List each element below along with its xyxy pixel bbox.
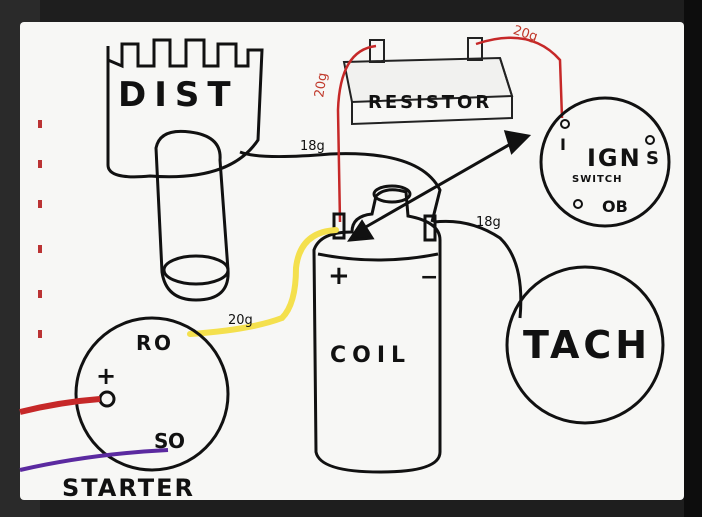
ign-label: IGN [587, 144, 642, 172]
right-dark-edge [684, 0, 702, 517]
starter-term-o2: O [168, 429, 185, 453]
wire-battery-red [19, 396, 101, 415]
wire-dist-to-coil [239, 150, 442, 223]
coil [312, 184, 442, 474]
gauge-dist-to-coil: 18g [300, 139, 325, 154]
wire-start-purple [19, 448, 169, 472]
distributor-shaft-end [162, 254, 230, 286]
ign-switch-body [539, 96, 671, 228]
ign-terminal-i [560, 119, 570, 129]
ign-switch [539, 96, 671, 228]
coil-plus-label: + [328, 261, 350, 291]
coil-shoulder [317, 252, 439, 262]
starter-term-r: R [136, 331, 151, 355]
resistor-right-tab [467, 37, 483, 61]
coil-plus-post [332, 212, 346, 240]
ign-switch-word: SWITCH [572, 174, 622, 185]
ign-term-i-label: I [560, 135, 566, 154]
wire-resistor-to-coil [336, 44, 377, 223]
distributor [106, 38, 264, 302]
gauge-starter-to-coil: 20g [228, 313, 253, 328]
tach-label: TACH [523, 323, 651, 367]
resistor-label: RESISTOR [368, 92, 492, 113]
ign-term-s-label: S [646, 148, 659, 169]
wire-coil-to-tach [433, 219, 523, 319]
starter-plus-label: + [96, 362, 116, 390]
coil-tower [372, 184, 412, 204]
resistor-left-tab [369, 39, 385, 63]
tach-gauge [505, 265, 665, 425]
paper-edge-marks [38, 120, 42, 338]
coil-label: COIL [330, 343, 411, 368]
starter-term-o: O [154, 331, 171, 355]
double-arrow [347, 130, 532, 242]
coil-minus-label: − [420, 265, 438, 290]
gauge-resistor-right: 20g [511, 23, 539, 45]
distributor-cap [106, 38, 264, 179]
gauge-coil-to-tach: 18g [476, 215, 501, 230]
wire-resistor-to-ign [475, 36, 564, 119]
wire-starter-to-coil [187, 227, 339, 337]
resistor [342, 37, 514, 126]
starter-solenoid [74, 316, 230, 472]
ign-terminal-ob [573, 199, 583, 209]
starter-term-s: S [154, 429, 168, 453]
starter-label: STARTER [62, 474, 195, 502]
ign-term-ob-label: OB [602, 197, 628, 216]
distributor-label: DIST [118, 75, 239, 115]
ign-terminal-s [645, 135, 655, 145]
gauge-resistor-left: 20g [312, 72, 330, 99]
coil-minus-post [423, 214, 437, 242]
